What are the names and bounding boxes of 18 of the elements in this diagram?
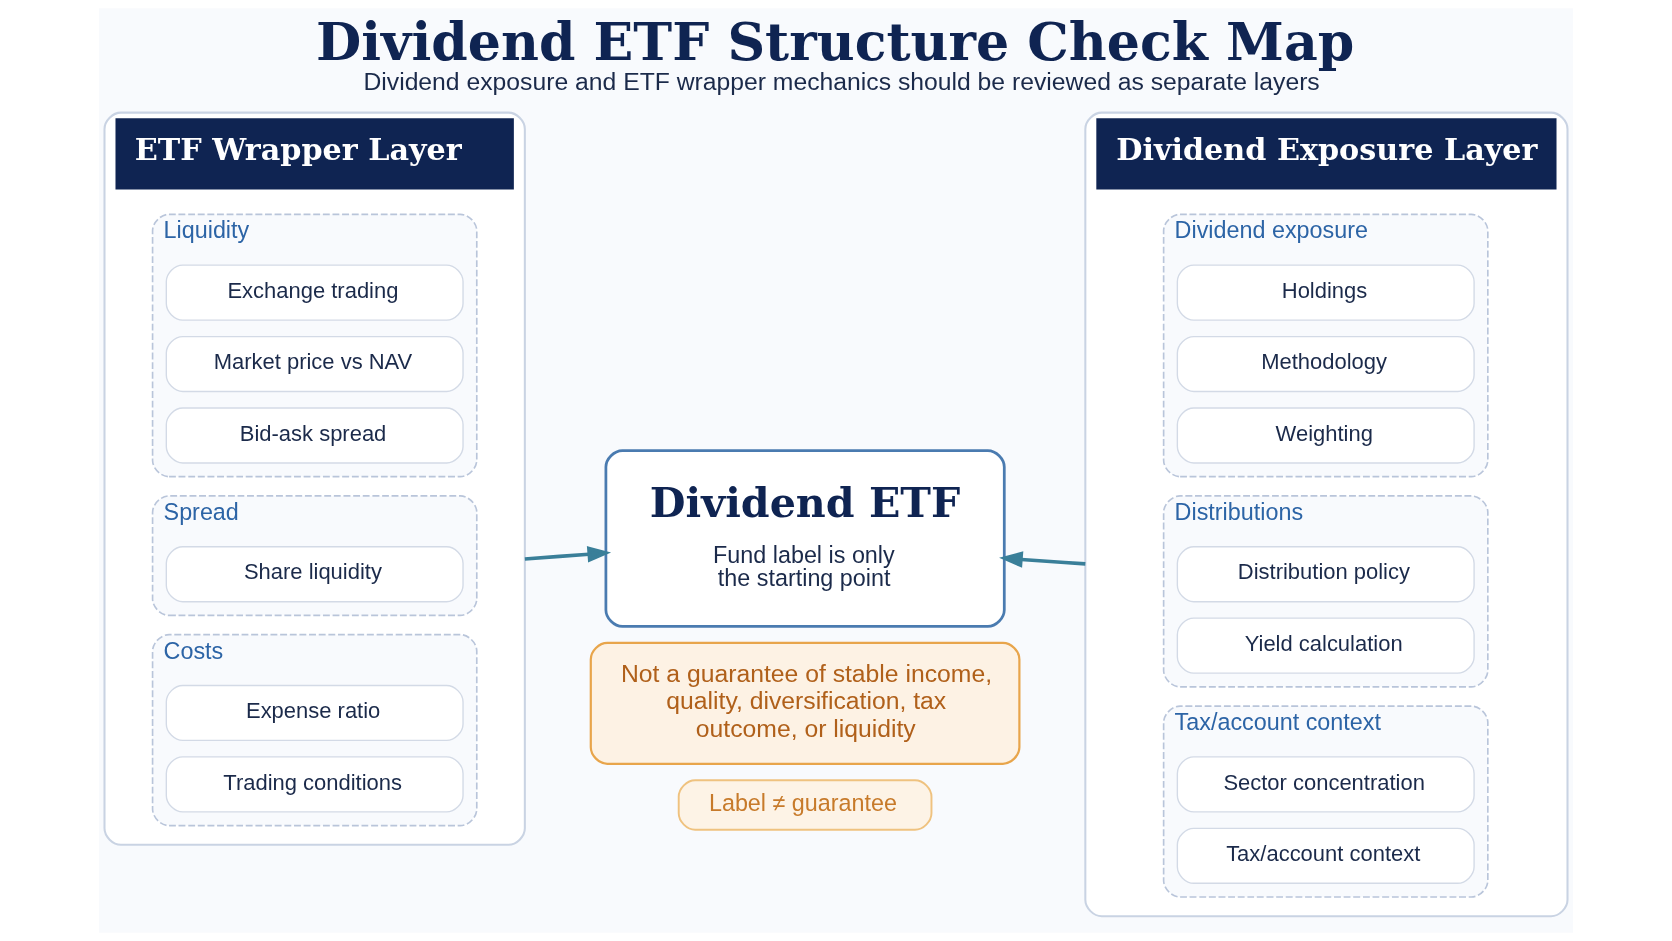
node-box: Holdings [1176, 264, 1475, 321]
node-box: Sector concentration [1176, 756, 1475, 813]
node-box: Tax/account context [1176, 827, 1475, 884]
arrow [999, 551, 1086, 568]
node-box: Methodology [1176, 335, 1475, 393]
node-box: Share liquidity [165, 546, 464, 603]
node-box: Weighting [1176, 407, 1475, 464]
node-box: Not a guarantee of stable income, quality, diversification, tax outcome, or liquidity [589, 641, 1021, 765]
node-box: Exchange trading [165, 264, 464, 321]
node-box: Bid-ask spread [165, 407, 464, 464]
node-box: Label ≠ guarantee [677, 779, 933, 831]
node-box: Market price vs NAV [165, 335, 464, 393]
node-box: Trading conditions [165, 756, 464, 813]
arrow [524, 546, 612, 563]
node-box: Distribution policy [1176, 546, 1475, 603]
node-box: Dividend ETF Fund label is only the starting point [604, 449, 1006, 628]
node-box: Expense ratio [165, 684, 464, 742]
node-box: Yield calculation [1176, 617, 1475, 674]
